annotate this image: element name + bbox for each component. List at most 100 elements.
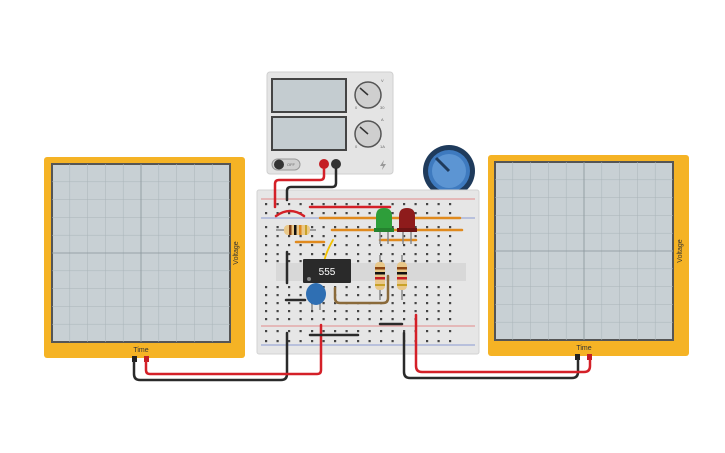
breadboard-hole[interactable] [449, 286, 452, 289]
oscilloscope-left[interactable]: Time Voltage [44, 157, 245, 362]
breadboard-hole[interactable] [288, 244, 291, 247]
breadboard-hole[interactable] [391, 294, 394, 297]
breadboard-hole[interactable] [265, 318, 268, 321]
breadboard-hole[interactable] [437, 203, 440, 206]
resistor-horizontal[interactable] [276, 225, 316, 235]
breadboard-hole[interactable] [311, 203, 314, 206]
resistor-vertical-1[interactable] [375, 255, 385, 300]
breadboard-hole[interactable] [299, 302, 302, 305]
breadboard-hole[interactable] [368, 286, 371, 289]
breadboard-hole[interactable] [265, 302, 268, 305]
breadboard-hole[interactable] [276, 253, 279, 256]
timer-555-ic[interactable]: 555 [303, 259, 351, 283]
breadboard-hole[interactable] [276, 302, 279, 305]
power-supply[interactable]: V 30 0 A 1A 0 OFF [266, 71, 394, 175]
breadboard-hole[interactable] [311, 253, 314, 256]
capacitor-ceramic[interactable] [306, 283, 326, 310]
breadboard-hole[interactable] [299, 310, 302, 313]
breadboard-hole[interactable] [334, 318, 337, 321]
ps-positive-terminal[interactable] [319, 159, 329, 169]
breadboard-hole[interactable] [322, 310, 325, 313]
breadboard-hole[interactable] [449, 294, 452, 297]
breadboard-hole[interactable] [437, 294, 440, 297]
scope-right-terminal-red[interactable] [587, 354, 592, 360]
breadboard-hole[interactable] [311, 226, 314, 229]
breadboard-hole[interactable] [426, 235, 429, 238]
breadboard-hole[interactable] [334, 253, 337, 256]
breadboard-hole[interactable] [288, 294, 291, 297]
breadboard-hole[interactable] [391, 310, 394, 313]
wire-scope-left-ground[interactable] [132, 331, 289, 382]
breadboard-hole[interactable] [265, 260, 268, 263]
breadboard-hole[interactable] [276, 235, 279, 238]
breadboard-hole[interactable] [299, 203, 302, 206]
breadboard-hole[interactable] [334, 212, 337, 215]
breadboard-hole[interactable] [414, 294, 417, 297]
breadboard-hole[interactable] [449, 253, 452, 256]
voltage-knob[interactable] [354, 81, 382, 109]
breadboard-hole[interactable] [426, 318, 429, 321]
breadboard-hole[interactable] [414, 310, 417, 313]
breadboard-hole[interactable] [449, 260, 452, 263]
breadboard-hole[interactable] [403, 310, 406, 313]
breadboard-hole[interactable] [322, 340, 325, 343]
breadboard-hole[interactable] [265, 310, 268, 313]
breadboard-hole[interactable] [334, 203, 337, 206]
breadboard-hole[interactable] [426, 244, 429, 247]
breadboard-hole[interactable] [322, 253, 325, 256]
breadboard-hole[interactable] [322, 203, 325, 206]
breadboard-hole[interactable] [380, 330, 383, 333]
breadboard-hole[interactable] [437, 260, 440, 263]
breadboard-hole[interactable] [426, 212, 429, 215]
breadboard-hole[interactable] [414, 212, 417, 215]
breadboard-hole[interactable] [322, 235, 325, 238]
breadboard-hole[interactable] [345, 294, 348, 297]
breadboard-hole[interactable] [449, 330, 452, 333]
breadboard-hole[interactable] [380, 340, 383, 343]
breadboard-hole[interactable] [345, 244, 348, 247]
breadboard-hole[interactable] [276, 310, 279, 313]
breadboard-hole[interactable] [265, 235, 268, 238]
breadboard-hole[interactable] [414, 203, 417, 206]
breadboard-hole[interactable] [288, 260, 291, 263]
breadboard-hole[interactable] [288, 340, 291, 343]
breadboard-hole[interactable] [437, 330, 440, 333]
current-knob[interactable] [354, 120, 382, 148]
breadboard-hole[interactable] [357, 318, 360, 321]
breadboard-hole[interactable] [391, 203, 394, 206]
breadboard-hole[interactable] [357, 340, 360, 343]
breadboard-hole[interactable] [403, 302, 406, 305]
breadboard-hole[interactable] [449, 244, 452, 247]
scope-left-terminal-red[interactable] [144, 356, 149, 362]
breadboard-hole[interactable] [311, 318, 314, 321]
breadboard-hole[interactable] [391, 226, 394, 229]
breadboard-hole[interactable] [357, 203, 360, 206]
breadboard-hole[interactable] [299, 253, 302, 256]
breadboard-hole[interactable] [368, 330, 371, 333]
breadboard-hole[interactable] [345, 203, 348, 206]
breadboard-hole[interactable] [403, 253, 406, 256]
breadboard-hole[interactable] [437, 235, 440, 238]
breadboard-hole[interactable] [288, 318, 291, 321]
breadboard-hole[interactable] [265, 294, 268, 297]
breadboard-hole[interactable] [345, 340, 348, 343]
breadboard-hole[interactable] [426, 330, 429, 333]
breadboard-hole[interactable] [426, 310, 429, 313]
breadboard-hole[interactable] [276, 260, 279, 263]
breadboard-hole[interactable] [299, 286, 302, 289]
breadboard-hole[interactable] [265, 253, 268, 256]
breadboard-hole[interactable] [345, 330, 348, 333]
breadboard-hole[interactable] [265, 330, 268, 333]
breadboard-hole[interactable] [426, 286, 429, 289]
breadboard-hole[interactable] [311, 235, 314, 238]
breadboard-hole[interactable] [299, 244, 302, 247]
breadboard-hole[interactable] [391, 235, 394, 238]
breadboard-hole[interactable] [414, 253, 417, 256]
wire-scope-right-ground[interactable] [402, 331, 580, 380]
breadboard-hole[interactable] [357, 226, 360, 229]
breadboard-hole[interactable] [357, 235, 360, 238]
breadboard-hole[interactable] [414, 226, 417, 229]
breadboard[interactable] [256, 189, 480, 355]
breadboard-hole[interactable] [449, 318, 452, 321]
